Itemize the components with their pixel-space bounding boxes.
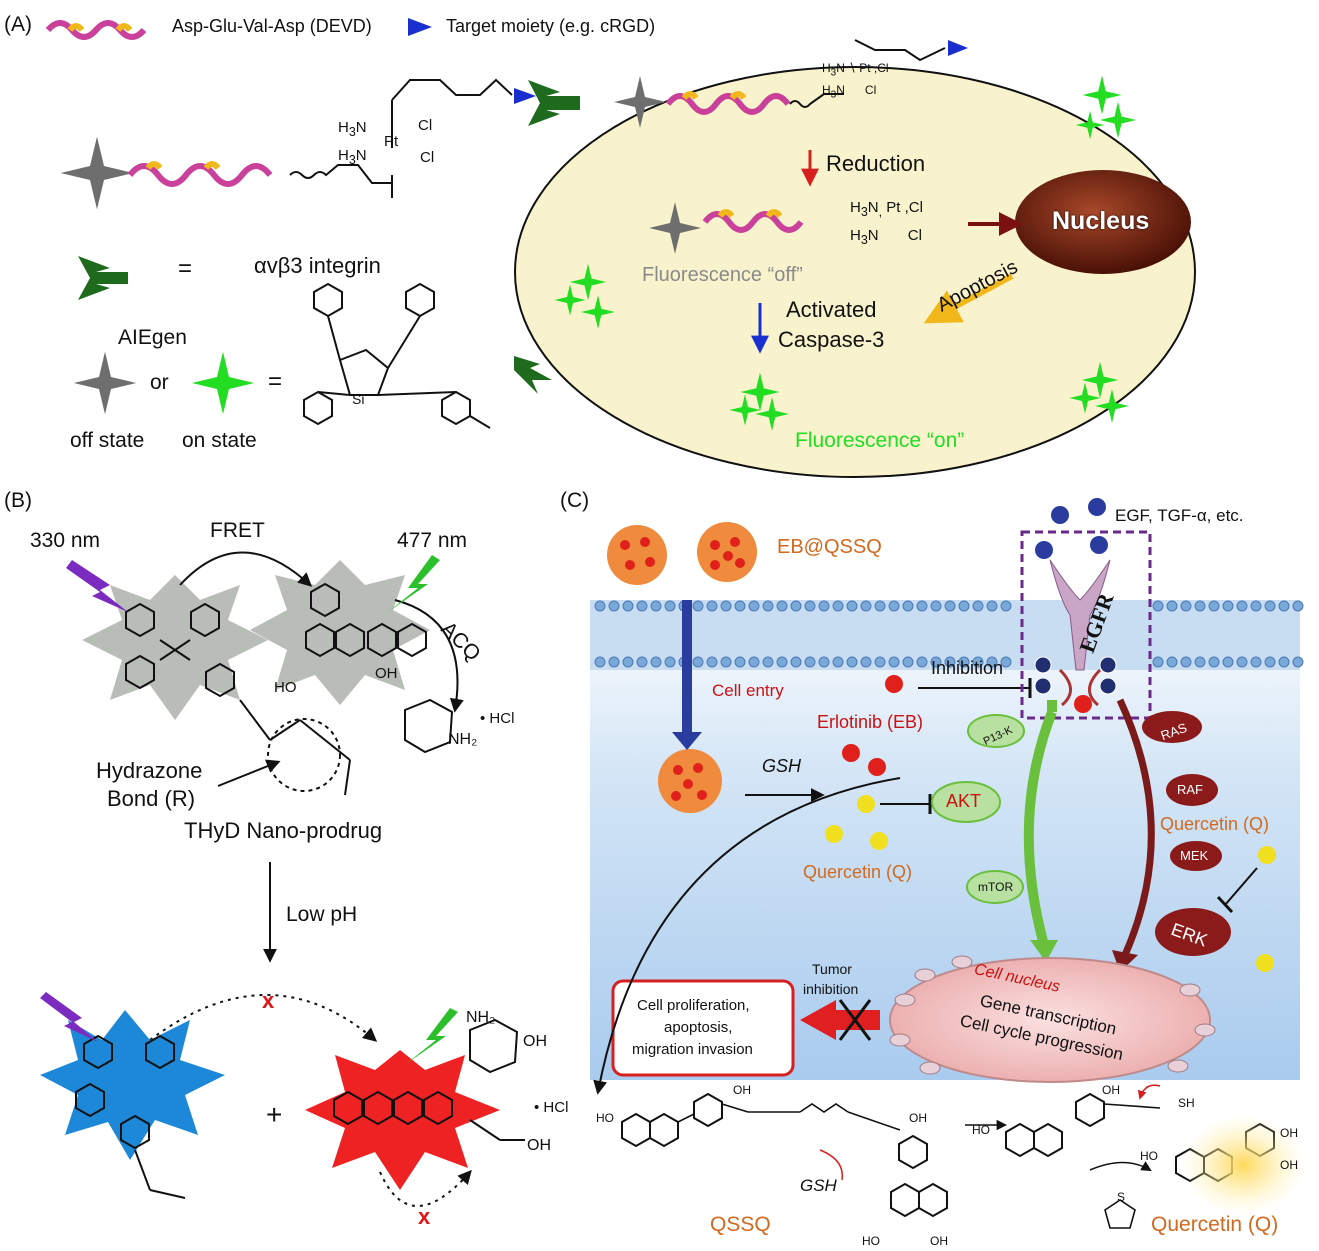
cell-membrane-a bbox=[514, 66, 1196, 478]
low-ph-label: Low pH bbox=[286, 903, 358, 926]
gsh-bottom-label: GSH bbox=[800, 1176, 837, 1195]
off-state-label: off state bbox=[70, 429, 145, 452]
legend-devd-label: Asp-Glu-Val-Asp (DEVD) bbox=[172, 16, 372, 36]
inner-pt: H3N ∖ Pt ,Cl bbox=[822, 61, 889, 79]
silole-si: Si bbox=[352, 391, 365, 407]
ho-chem-1: HO bbox=[596, 1111, 614, 1125]
reduction-label: Reduction bbox=[826, 151, 926, 176]
hydrazone-label-2: Bond (R) bbox=[107, 786, 196, 811]
outcome-line-1: Cell proliferation, bbox=[637, 997, 750, 1014]
panel-a-drawing bbox=[45, 18, 1196, 478]
nh2-top: NH₂ bbox=[448, 731, 478, 748]
cell-entry-label: Cell entry bbox=[712, 681, 784, 700]
reduced-pt: H3N, Pt ,Cl bbox=[850, 199, 923, 219]
inner-pt-2: H3N Cl bbox=[822, 83, 877, 101]
fluorescence-off-label: Fluorescence “off” bbox=[642, 264, 803, 286]
outcome-line-3: migration invasion bbox=[632, 1041, 753, 1058]
on-state-label: on state bbox=[182, 429, 257, 452]
caspase-label: Caspase-3 bbox=[778, 327, 885, 352]
pt-atom: Pt bbox=[384, 133, 399, 150]
pt-h3n-top: H3N bbox=[338, 119, 367, 139]
integrin-label: αvβ3 integrin bbox=[254, 253, 381, 278]
wavelength-477: 477 nm bbox=[397, 529, 468, 552]
tumor-label-2: inhibition bbox=[803, 981, 859, 997]
pt-h3n-bottom: H3N bbox=[338, 147, 367, 167]
fret-label: FRET bbox=[210, 519, 265, 542]
hcl-top: • HCl bbox=[480, 710, 515, 727]
nh2-bottom: NH₂ bbox=[466, 1009, 496, 1026]
oh-top: OH bbox=[375, 665, 398, 682]
svg-text:x: x bbox=[262, 988, 275, 1013]
oh-chem-3: OH bbox=[1102, 1083, 1120, 1097]
erlotinib-label: Erlotinib (EB) bbox=[817, 712, 924, 732]
svg-text:x: x bbox=[418, 1204, 431, 1229]
gsh-label: GSH bbox=[762, 756, 802, 776]
akt-label: AKT bbox=[946, 791, 982, 811]
aiegen-label: AIEgen bbox=[118, 326, 187, 349]
nucleus-label: Nucleus bbox=[1052, 207, 1150, 235]
or-label: or bbox=[150, 371, 169, 394]
wavelength-330: 330 nm bbox=[30, 529, 101, 552]
oh-chem-4: OH bbox=[1280, 1126, 1298, 1140]
equals-aiegen: = bbox=[268, 368, 283, 395]
panel-c-drawing bbox=[590, 498, 1305, 1229]
oh-bottom-2: OH bbox=[527, 1137, 551, 1154]
qssq-label: QSSQ bbox=[710, 1213, 771, 1236]
hcl-bottom: • HCl bbox=[534, 1099, 569, 1116]
pt-cl-bottom: Cl bbox=[420, 149, 435, 166]
ho-top: HO bbox=[274, 679, 297, 696]
oh-chem-1: OH bbox=[733, 1083, 751, 1097]
fluorescence-on-label: Fluorescence “on” bbox=[795, 429, 965, 452]
oh-chem-6: OH bbox=[930, 1234, 948, 1248]
sh-label: SH bbox=[1178, 1096, 1195, 1110]
egfr-receptor bbox=[1049, 559, 1111, 707]
ho-chem-4: HO bbox=[862, 1234, 880, 1248]
tumor-label-1: Tumor bbox=[812, 961, 852, 977]
equals-integrin: = bbox=[178, 255, 193, 282]
reduced-pt-2: H3N Cl bbox=[850, 227, 922, 247]
plus-sign: + bbox=[266, 1099, 283, 1130]
mtor-label: mTOR bbox=[978, 880, 1014, 894]
activated-label: Activated bbox=[786, 297, 877, 322]
outcome-line-2: apoptosis, bbox=[664, 1019, 733, 1036]
eb-qssq-particles bbox=[607, 522, 757, 813]
target-moiety-icon bbox=[408, 18, 432, 36]
mek-label: MEK bbox=[1180, 848, 1209, 863]
raf-label: RAF bbox=[1177, 782, 1203, 797]
pt-cl-top: Cl bbox=[418, 117, 433, 134]
legend-target-label: Target moiety (e.g. cRGD) bbox=[446, 16, 656, 36]
quercetin-left-label: Quercetin (Q) bbox=[803, 862, 913, 882]
ho-chem-2: HO bbox=[972, 1123, 990, 1137]
panel-b-drawing: x x bbox=[40, 551, 525, 1229]
oh-chem-5: OH bbox=[1280, 1158, 1298, 1172]
panel-a-label: (A) bbox=[4, 13, 32, 36]
quercetin-bottom-label: Quercetin (Q) bbox=[1151, 1213, 1279, 1236]
oh-bottom-1: OH bbox=[523, 1033, 547, 1050]
ho-chem-3: HO bbox=[1140, 1149, 1158, 1163]
quercetin-right-label: Quercetin (Q) bbox=[1160, 814, 1270, 834]
hydrazone-label-1: Hydrazone bbox=[96, 758, 203, 783]
eb-qssq-label: EB@QSSQ bbox=[777, 536, 882, 558]
s-label: S bbox=[1117, 1190, 1126, 1204]
inhibition-label: Inhibition bbox=[931, 658, 1004, 678]
oh-chem-2: OH bbox=[909, 1111, 927, 1125]
prodrug-label: THyD Nano-prodrug bbox=[184, 818, 383, 843]
egf-label: EGF, TGF-α, etc. bbox=[1115, 506, 1244, 525]
panel-b-label: (B) bbox=[4, 489, 32, 512]
panel-c-label: (C) bbox=[560, 489, 590, 512]
